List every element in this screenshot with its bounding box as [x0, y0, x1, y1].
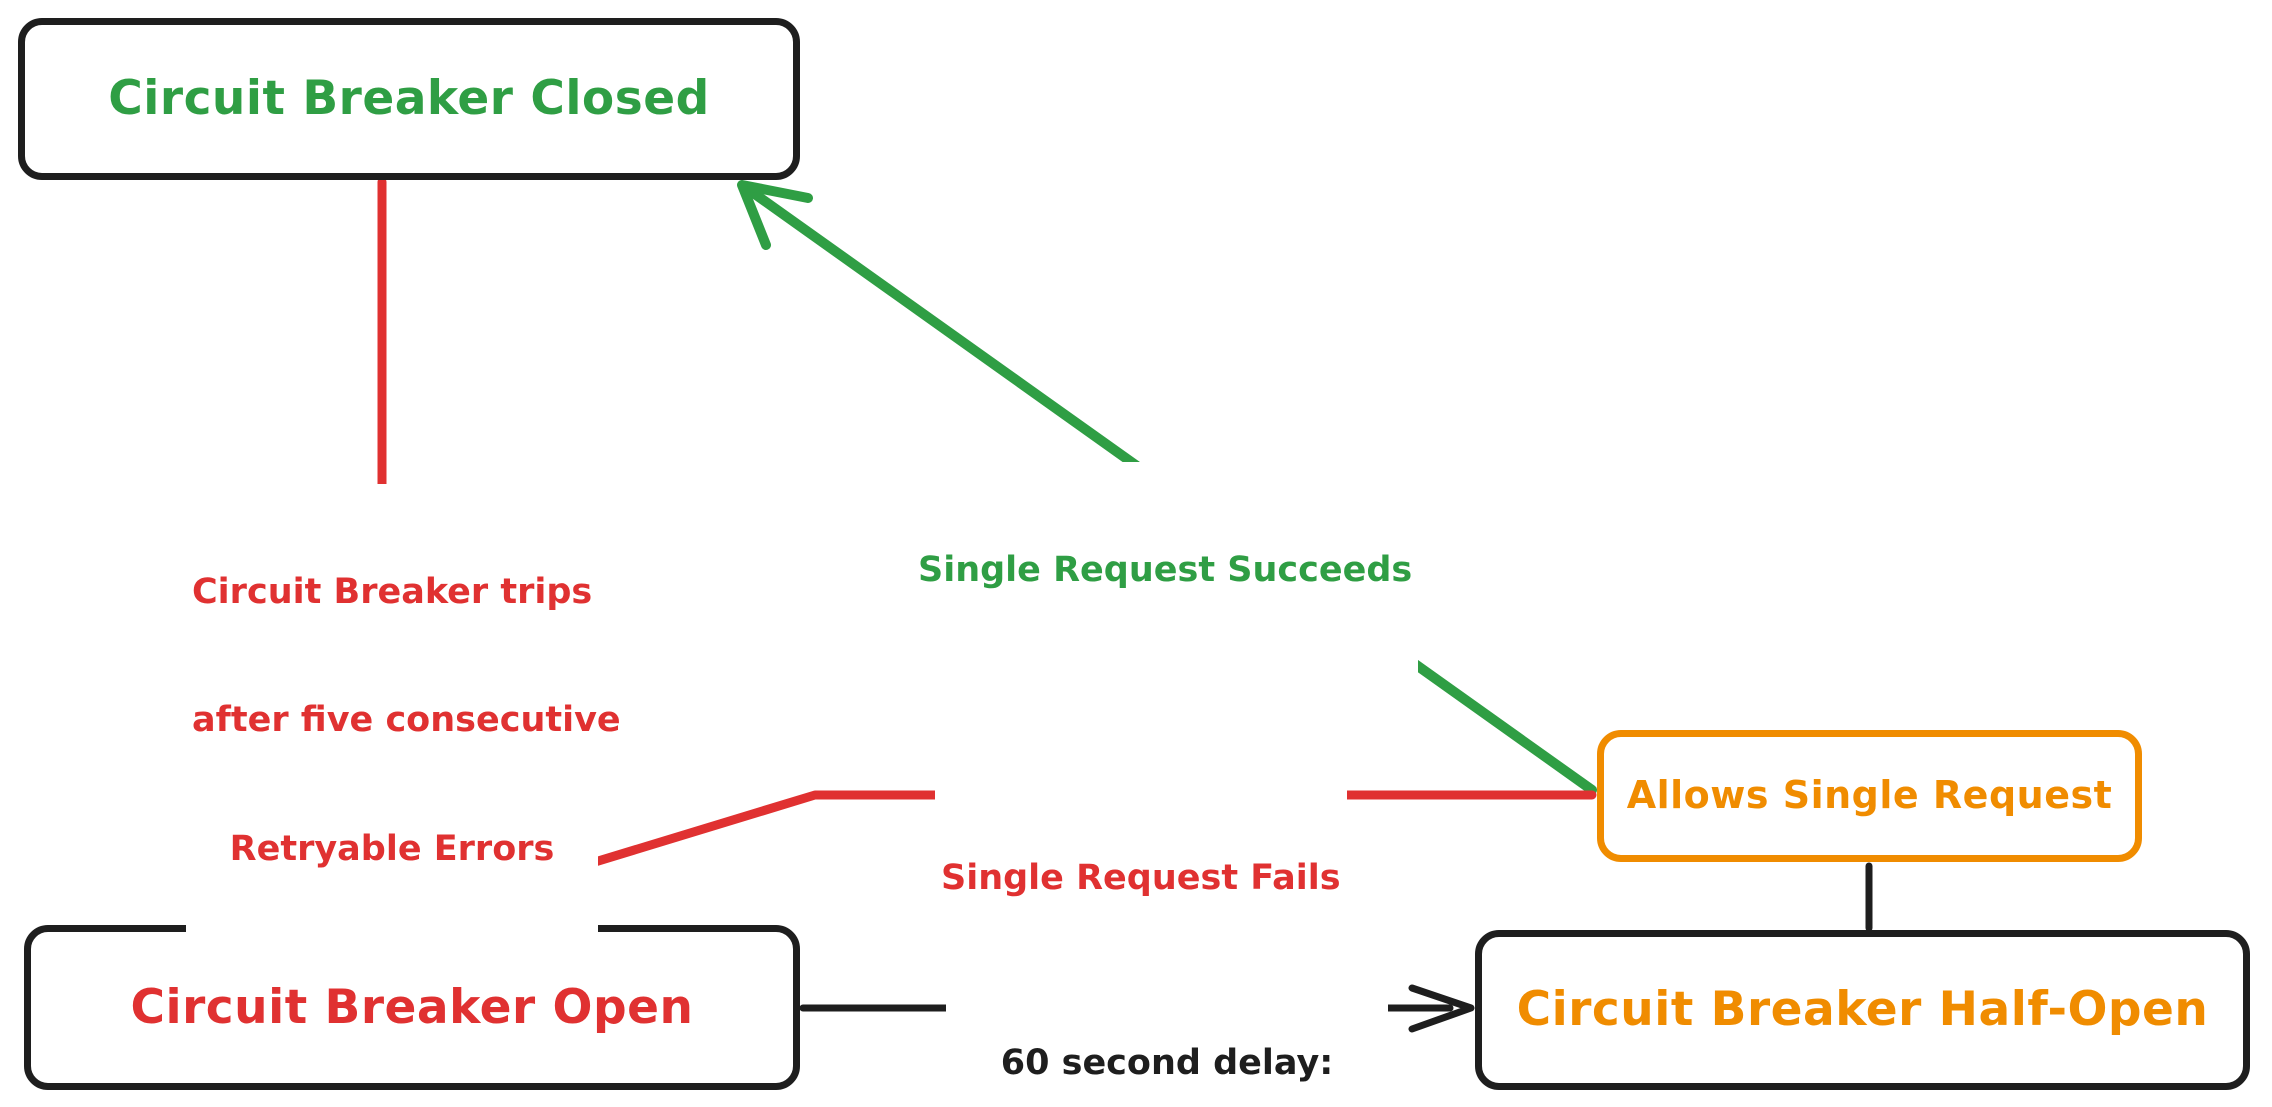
edge-label-line-3: Retryable Errors	[229, 828, 555, 869]
node-circuit-breaker-half-open[interactable]: Circuit Breaker Half-Open	[1475, 930, 2250, 1090]
edge-label-line-1: 60 second delay:	[1000, 1043, 1334, 1084]
edge-label-allows-to-open: Single Request Fails	[935, 770, 1347, 988]
node-circuit-breaker-closed[interactable]: Circuit Breaker Closed	[18, 18, 800, 180]
edge-label-line-2: after five consecutive	[192, 700, 621, 741]
node-label-open: Circuit Breaker Open	[130, 979, 694, 1035]
edge-label-line-1: Single Request Fails	[941, 858, 1341, 899]
node-label-half-open: Circuit Breaker Half-Open	[1516, 982, 2209, 1038]
node-label-allows-single-request: Allows Single Request	[1626, 773, 2113, 818]
edge-label-line-1: Circuit Breaker trips	[192, 572, 593, 613]
edge-label-closed-to-open: Circuit Breaker trips after five consecu…	[186, 484, 621, 958]
edge-label-open-to-half-open: 60 second delay: No requests allowed	[946, 955, 1388, 1107]
edge-label-line-1: Single Request Succeeds	[918, 550, 1413, 591]
node-allows-single-request[interactable]: Allows Single Request	[1597, 730, 2142, 862]
node-circuit-breaker-open[interactable]: Circuit Breaker Open	[24, 925, 800, 1090]
node-label-closed: Circuit Breaker Closed	[108, 71, 710, 127]
edge-label-allows-to-closed: Single Request Succeeds	[912, 462, 1419, 680]
